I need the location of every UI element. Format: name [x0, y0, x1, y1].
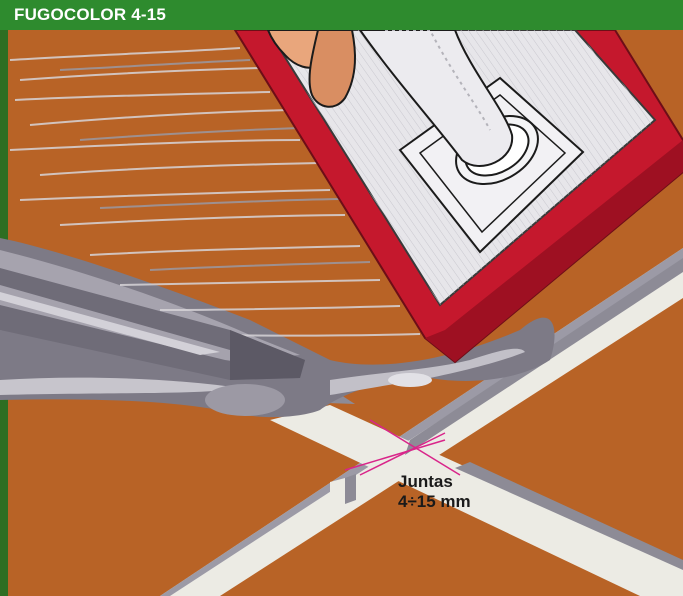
title-bar: FUGOCOLOR 4-15: [0, 0, 683, 30]
joint-size-line1: Juntas: [398, 472, 453, 491]
product-title: FUGOCOLOR 4-15: [14, 5, 166, 25]
joint-size-line2: 4÷15 mm: [398, 492, 471, 511]
